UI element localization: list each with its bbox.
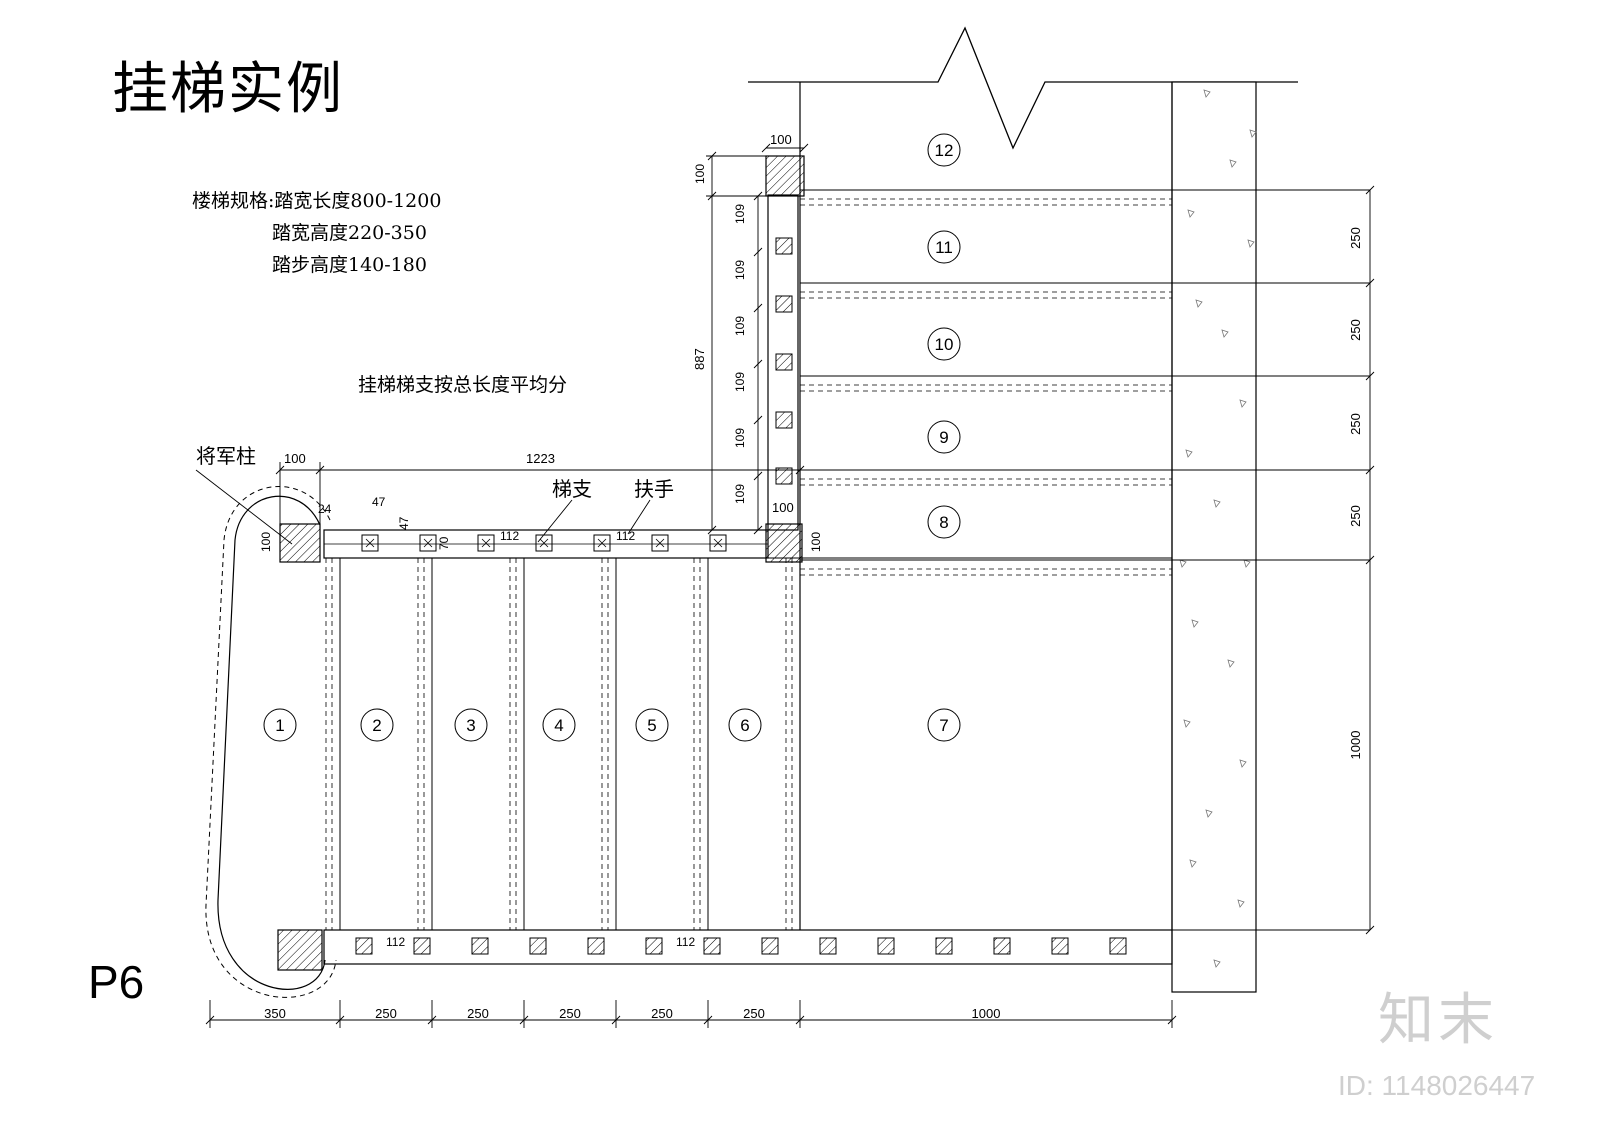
spec-line-2: 踏宽高度220-350: [272, 222, 427, 244]
dim-887: 887: [692, 348, 707, 370]
dim-right-3: 250: [1348, 413, 1363, 435]
step-circle-10: [927, 327, 961, 361]
stringer-squares: [355, 237, 1127, 955]
page-title: 挂梯实例: [112, 57, 344, 122]
step-number-11: 11: [935, 238, 953, 257]
step-circle-3: [454, 708, 488, 742]
step-circle-5: [635, 708, 669, 742]
label-stringer: 梯支: [552, 478, 592, 501]
step-number-12: 12: [935, 141, 954, 160]
dim-109-6: 109: [733, 484, 747, 504]
dim-bottom-1: 350: [264, 1006, 286, 1021]
upper-tread-lines: [800, 189, 1370, 931]
floor-break-line: [748, 26, 1298, 150]
dim-bottom-3: 250: [467, 1006, 489, 1021]
dim-right-4: 250: [1348, 505, 1363, 527]
step-circle-11: [927, 230, 961, 264]
dim-47a: 47: [372, 495, 386, 509]
right-dimension-texts: 250 250 250 250 1000: [1348, 227, 1363, 759]
dim-109-3: 109: [733, 316, 747, 336]
newel-post-top-left: [279, 523, 321, 563]
newel-post-corner: [765, 523, 803, 563]
dim-bottom-2: 250: [375, 1006, 397, 1021]
label-handrail: 扶手: [634, 478, 674, 501]
dim-109-group: 109 109 109 109 109 109: [733, 204, 747, 504]
dim-109-4: 109: [733, 372, 747, 392]
page-label: P6: [88, 956, 145, 1008]
dim-bottom-6: 250: [743, 1006, 765, 1021]
dim-112-top-a: 112: [500, 529, 519, 543]
step-circle-2: [360, 708, 394, 742]
dim-right-1: 250: [1348, 227, 1363, 249]
step-number-2: 2: [372, 716, 381, 735]
dim-1223: 1223: [526, 451, 555, 466]
step-circle-9: [927, 420, 961, 454]
dim-100-newel-side: 100: [259, 532, 273, 552]
curved-rail: [217, 495, 326, 990]
dim-100-post: 100: [770, 132, 792, 147]
dim-100-post-side: 100: [693, 164, 707, 184]
spec-line-1: 楼梯规格:踏宽长度800-1200: [192, 190, 442, 212]
step-number-9: 9: [939, 428, 948, 447]
watermark-id: ID: 1148026447: [1338, 1070, 1536, 1101]
step-number-7: 7: [939, 716, 948, 735]
dim-112-bottom-b: 112: [676, 935, 695, 949]
dim-112-bottom-a: 112: [386, 935, 405, 949]
dim-bottom-5: 250: [651, 1006, 673, 1021]
step-circle-4: [542, 708, 576, 742]
step-circle-12: [927, 133, 961, 167]
step-number-3: 3: [466, 716, 475, 735]
dim-bottom-4: 250: [559, 1006, 581, 1021]
step-circle-8: [927, 505, 961, 539]
dim-right-2: 250: [1348, 319, 1363, 341]
dim-bottom-7: 1000: [972, 1006, 1001, 1021]
lower-tread-lines: [325, 557, 1172, 930]
step-circle-1: [263, 708, 297, 742]
step-number-8: 8: [939, 513, 948, 532]
step-number-10: 10: [935, 335, 954, 354]
step-number-6: 6: [740, 716, 749, 735]
newel-post-top: [765, 155, 805, 197]
dimension-lines: [205, 143, 1375, 1028]
concrete-wall: [1171, 81, 1257, 993]
dim-right-5: 1000: [1348, 731, 1363, 760]
stringer-note: 挂梯梯支按总长度平均分: [358, 374, 568, 396]
dim-109-5: 109: [733, 428, 747, 448]
watermark-logo: 知末: [1378, 988, 1498, 1053]
newel-post-bottom-left: [277, 929, 323, 971]
curved-rail-dashed: [205, 486, 337, 998]
handrail-bottom: [323, 929, 1173, 965]
dim-100-corner-top: 100: [772, 500, 794, 515]
dim-112-top-b: 112: [616, 529, 635, 543]
wall-texture: [1179, 89, 1257, 968]
step-circle-6: [728, 708, 762, 742]
dim-109-1: 109: [733, 204, 747, 224]
label-newel-post: 将军柱: [196, 445, 256, 468]
dim-109-2: 109: [733, 260, 747, 280]
step-circle-7: [927, 708, 961, 742]
dim-100-corner-side: 100: [809, 532, 823, 552]
spec-line-3: 踏步高度140-180: [272, 254, 427, 276]
step-number-4: 4: [554, 716, 563, 735]
bottom-dimension-texts: 350 250 250 250 250 250 1000: [264, 1006, 1000, 1021]
dim-47b: 47: [397, 516, 411, 530]
step-number-1: 1: [275, 716, 284, 735]
dim-24: 24: [318, 502, 332, 516]
dim-100-newel: 100: [284, 451, 306, 466]
dim-70: 70: [437, 536, 451, 550]
step-number-5: 5: [647, 716, 656, 735]
